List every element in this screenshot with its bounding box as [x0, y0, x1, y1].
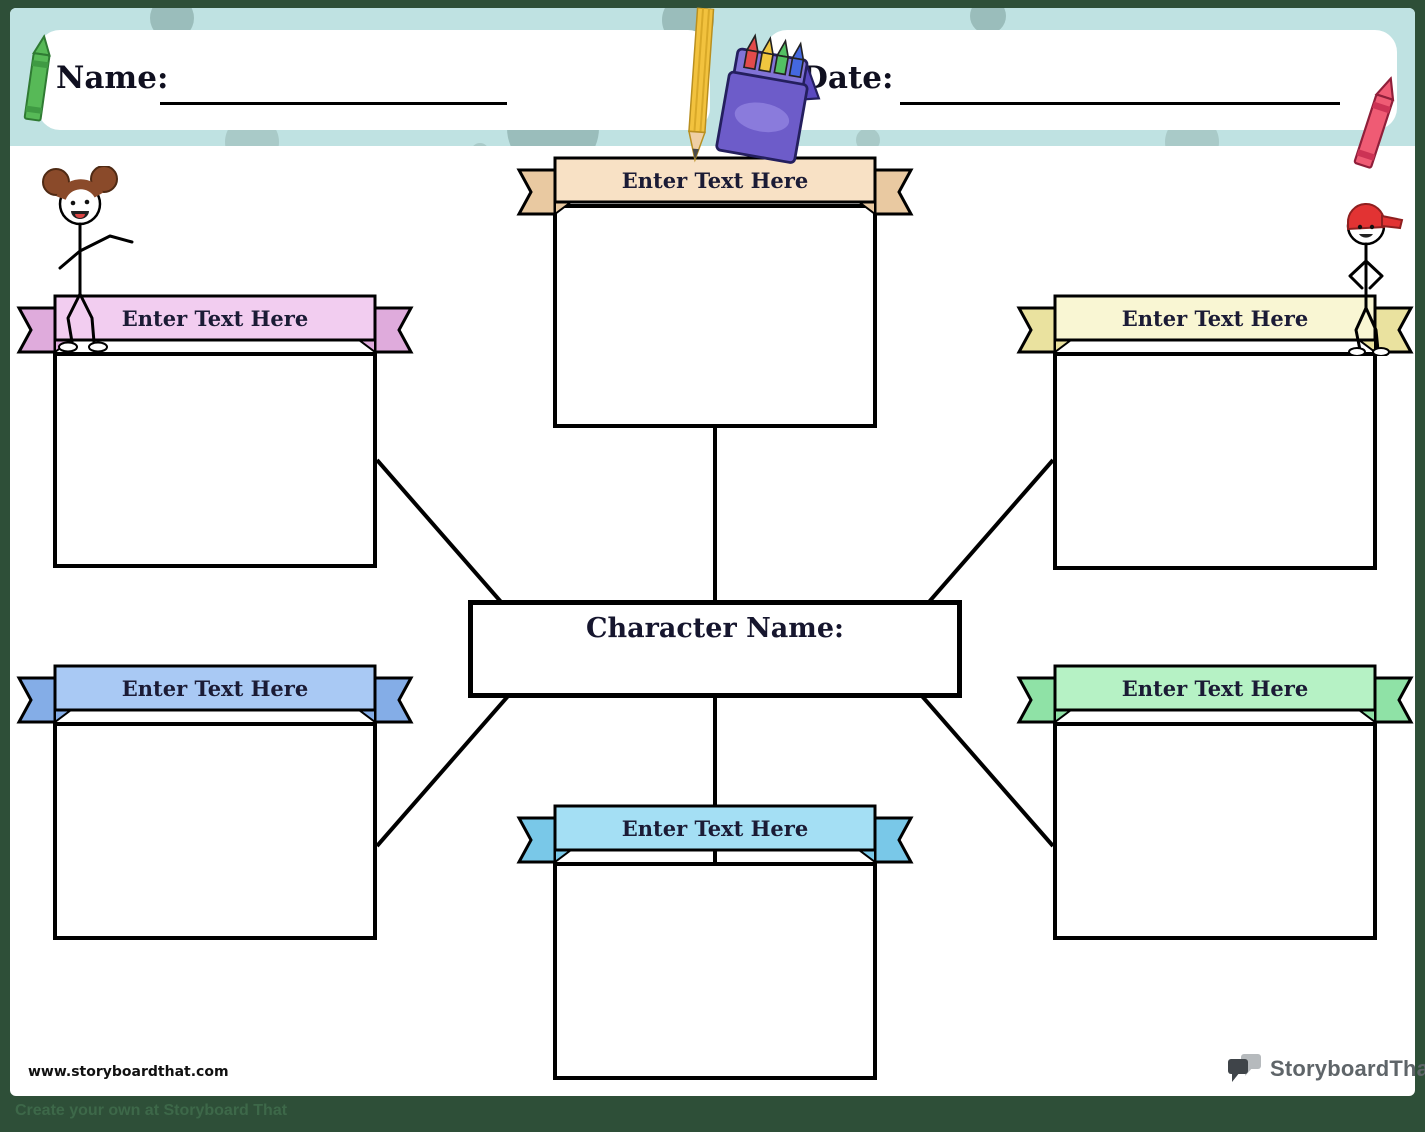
date-write-line[interactable]: [900, 102, 1340, 105]
logo-text: StoryboardThat: [1270, 1056, 1425, 1081]
ribbon-label[interactable]: Enter Text Here: [1121, 305, 1309, 331]
name-label: Name:: [56, 60, 169, 96]
ribbon-banner-left-lower[interactable]: Enter Text Here: [15, 662, 415, 734]
ribbon-label[interactable]: Enter Text Here: [621, 815, 809, 841]
date-label: Date:: [801, 60, 894, 96]
ribbon-banner-right-upper[interactable]: Enter Text Here: [1015, 292, 1415, 364]
ribbon-banner-right-lower[interactable]: Enter Text Here: [1015, 662, 1415, 734]
ribbon-banner-top[interactable]: Enter Text Here: [515, 154, 915, 226]
text-box-right-upper[interactable]: [1053, 352, 1377, 570]
decor-dot: [856, 128, 880, 146]
name-write-line[interactable]: [160, 102, 507, 105]
name-field-panel: Name:: [38, 30, 710, 130]
date-field-panel: Date:: [765, 30, 1397, 130]
ribbon-shape: [1016, 294, 1414, 354]
ribbon-label[interactable]: Enter Text Here: [1121, 675, 1309, 701]
ribbon-label[interactable]: Enter Text Here: [121, 305, 309, 331]
text-box-bottom[interactable]: [553, 862, 877, 1080]
decor-dot: [471, 143, 489, 146]
character-name-box[interactable]: Character Name:: [468, 600, 962, 698]
header-band: Name: Date:: [10, 8, 1415, 146]
ribbon-label[interactable]: Enter Text Here: [121, 675, 309, 701]
ribbon-shape: [516, 156, 914, 216]
footer-tagline: Create your own at Storyboard That: [15, 1102, 288, 1119]
text-box-left-upper[interactable]: [53, 352, 377, 568]
ribbon-banner-bottom[interactable]: Enter Text Here: [515, 802, 915, 874]
ribbon-label[interactable]: Enter Text Here: [621, 167, 809, 193]
storyboardthat-logo: StoryboardThat: [1228, 1054, 1425, 1084]
ribbon-shape: [1016, 664, 1414, 724]
text-box-top[interactable]: [553, 204, 877, 428]
website-url: www.storyboardthat.com: [28, 1064, 229, 1080]
ribbon-shape: [16, 294, 414, 354]
text-box-right-lower[interactable]: [1053, 722, 1377, 940]
ribbon-banner-left-upper[interactable]: Enter Text Here: [15, 292, 415, 364]
worksheet-page: Name: Date:: [10, 6, 1425, 1096]
character-name-label: Character Name:: [586, 613, 844, 644]
text-box-left-lower[interactable]: [53, 722, 377, 940]
storyboardthat-logo-icon: [1228, 1054, 1261, 1082]
